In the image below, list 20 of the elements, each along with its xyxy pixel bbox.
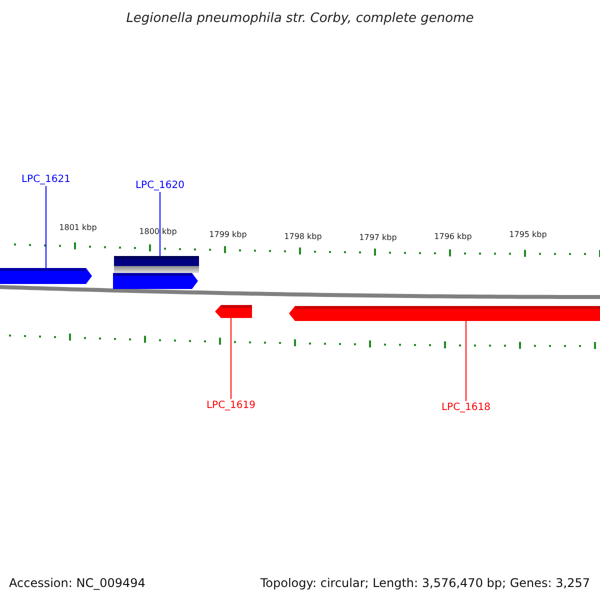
scale-label: 1799 kbp [208, 229, 248, 241]
scale-label: 1797 kbp [358, 232, 398, 244]
footer-text: Accession: NC_009494 [9, 575, 146, 592]
scale-label: 1801 kbp [58, 222, 98, 234]
gene-feature [0, 268, 92, 284]
footer-text: Topology: circular; Length: 3,576,470 bp; Genes: 3,257 [260, 575, 590, 592]
gene-bar [114, 256, 199, 273]
scale-label: 1800 kbp [138, 226, 178, 238]
gene-label: LPC_1619 [205, 399, 257, 412]
scale-label: 1795 kbp [508, 229, 548, 241]
scale-label: 1796 kbp [433, 231, 473, 243]
gene-feature [215, 305, 252, 318]
scale-label: 1798 kbp [283, 231, 323, 243]
leader-line [230, 318, 232, 400]
gene-feature [289, 306, 600, 321]
gene-feature [113, 273, 198, 289]
title: Legionella pneumophila str. Corby, complete genome [125, 10, 475, 28]
gene-label: LPC_1621 [20, 173, 72, 186]
gene-label: LPC_1618 [440, 401, 492, 414]
gene-label: LPC_1620 [134, 179, 186, 192]
